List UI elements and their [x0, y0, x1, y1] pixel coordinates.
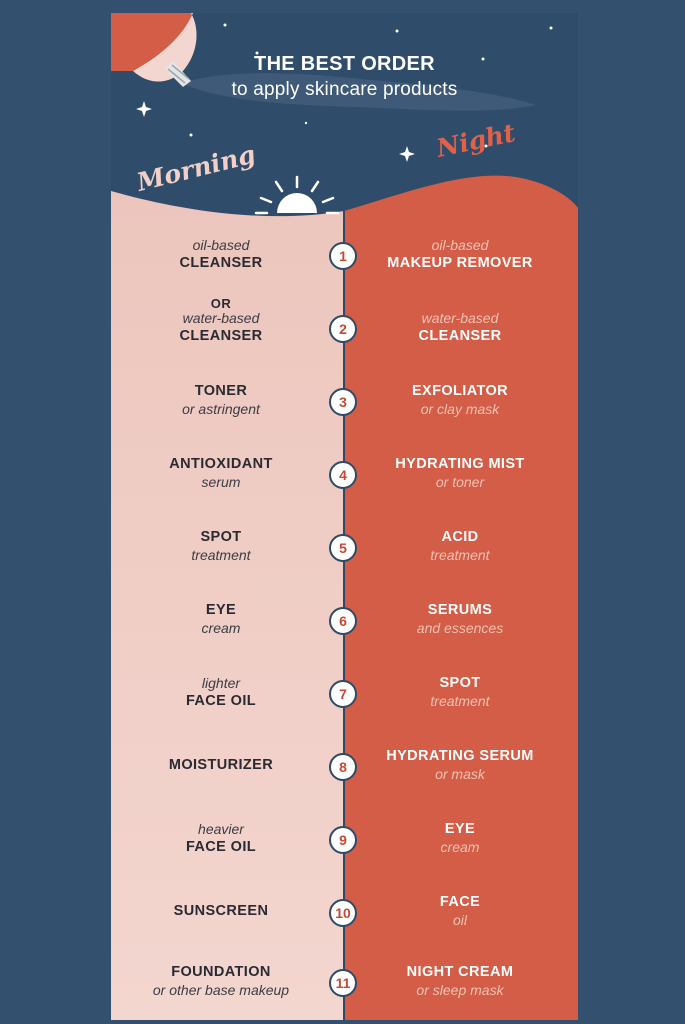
morning-step-7: lighter FACE OIL — [121, 674, 321, 710]
step-number-8: 8 — [329, 753, 357, 781]
stars — [136, 23, 553, 162]
night-step-6: SERUMS and essences — [360, 601, 560, 637]
step-text: oil — [452, 912, 467, 928]
step-text: MAKEUP REMOVER — [387, 255, 533, 271]
step-text: cream — [201, 620, 241, 636]
morning-step-9: heavier FACE OIL — [121, 820, 321, 856]
step-text: or mask — [435, 766, 485, 782]
step-number-2: 2 — [329, 315, 357, 343]
night-step-11: NIGHT CREAM or sleep mask — [360, 963, 560, 999]
step-text: MOISTURIZER — [168, 757, 274, 773]
steps-list: oil-based CLEANSER 1 oil-based MAKEUP RE… — [111, 13, 578, 1020]
step-number-5: 5 — [329, 534, 357, 562]
night-panel — [344, 175, 578, 1020]
night-step-2: water-based CLEANSER — [360, 309, 560, 345]
header: THE BEST ORDER to apply skincare product… — [111, 13, 578, 243]
step-text: FACE — [439, 894, 481, 910]
step-text: HYDRATING MIST — [395, 456, 525, 472]
step-text: TONER — [194, 383, 248, 399]
step-text: SPOT — [439, 675, 481, 691]
step-text: or other base makeup — [152, 982, 290, 998]
step-text: treatment — [191, 547, 251, 563]
step-number-6: 6 — [329, 607, 357, 635]
title-line-1: THE BEST ORDER — [254, 53, 435, 75]
step-text: SUNSCREEN — [173, 903, 269, 919]
morning-step-1: oil-based CLEANSER — [121, 236, 321, 272]
sun-icon — [254, 175, 340, 215]
step-text: and essences — [416, 620, 504, 636]
night-step-8: HYDRATING SERUM or mask — [360, 747, 560, 783]
step-text: heavier — [198, 821, 244, 837]
panel-backgrounds — [111, 175, 578, 1020]
step-text: oil-based — [431, 237, 489, 253]
step-text: EYE — [205, 602, 237, 618]
step-text: serum — [201, 474, 241, 490]
step-text: SERUMS — [427, 602, 493, 618]
step-text: water-based — [421, 310, 499, 326]
step-text: ACID — [441, 529, 479, 545]
step-number-4: 4 — [329, 461, 357, 489]
step-text: SPOT — [200, 529, 242, 545]
morning-step-6: EYE cream — [121, 601, 321, 637]
or-separator: OR — [210, 296, 232, 311]
step-text: CLEANSER — [418, 328, 502, 344]
infographic-card: THE BEST ORDER to apply skincare product… — [111, 13, 578, 1020]
morning-step-8: MOISTURIZER — [121, 756, 321, 774]
step-text: lighter — [201, 675, 241, 691]
step-number-11: 11 — [329, 969, 357, 997]
lamp-icon — [111, 13, 197, 87]
step-number-1: 1 — [329, 242, 357, 270]
step-text: or astringent — [182, 401, 260, 417]
step-text: HYDRATING SERUM — [386, 748, 534, 764]
step-text: cream — [440, 839, 480, 855]
step-text: water-based — [182, 310, 260, 326]
step-text: or sleep mask — [416, 982, 504, 998]
step-text: CLEANSER — [179, 328, 263, 344]
step-text: NIGHT CREAM — [406, 964, 514, 980]
night-step-3: EXFOLIATOR or clay mask — [360, 382, 560, 418]
step-text: ANTIOXIDANT — [169, 456, 273, 472]
step-text: treatment — [430, 547, 490, 563]
morning-step-2: water-based CLEANSER — [121, 309, 321, 345]
step-number-3: 3 — [329, 388, 357, 416]
morning-step-10: SUNSCREEN — [121, 902, 321, 920]
step-text: or clay mask — [420, 401, 500, 417]
morning-step-4: ANTIOXIDANT serum — [121, 455, 321, 491]
step-text: treatment — [430, 693, 490, 709]
title-line-2: to apply skincare products — [231, 79, 458, 100]
step-text: FACE OIL — [185, 839, 257, 855]
step-number-9: 9 — [329, 826, 357, 854]
step-text: oil-based — [192, 237, 250, 253]
step-text: EYE — [444, 821, 476, 837]
morning-step-11: FOUNDATION or other base makeup — [121, 963, 321, 999]
cloud-haze — [181, 73, 536, 111]
step-text: FOUNDATION — [171, 964, 271, 980]
morning-panel — [111, 191, 344, 1020]
morning-step-5: SPOT treatment — [121, 528, 321, 564]
night-step-7: SPOT treatment — [360, 674, 560, 710]
step-text: CLEANSER — [179, 255, 263, 271]
step-text: FACE OIL — [185, 693, 257, 709]
step-text: or toner — [435, 474, 485, 490]
night-step-4: HYDRATING MIST or toner — [360, 455, 560, 491]
night-step-5: ACID treatment — [360, 528, 560, 564]
morning-step-3: TONER or astringent — [121, 382, 321, 418]
step-number-10: 10 — [329, 899, 357, 927]
night-step-1: oil-based MAKEUP REMOVER — [360, 236, 560, 272]
night-step-9: EYE cream — [360, 820, 560, 856]
step-number-7: 7 — [329, 680, 357, 708]
step-text: EXFOLIATOR — [411, 383, 509, 399]
night-step-10: FACE oil — [360, 893, 560, 929]
